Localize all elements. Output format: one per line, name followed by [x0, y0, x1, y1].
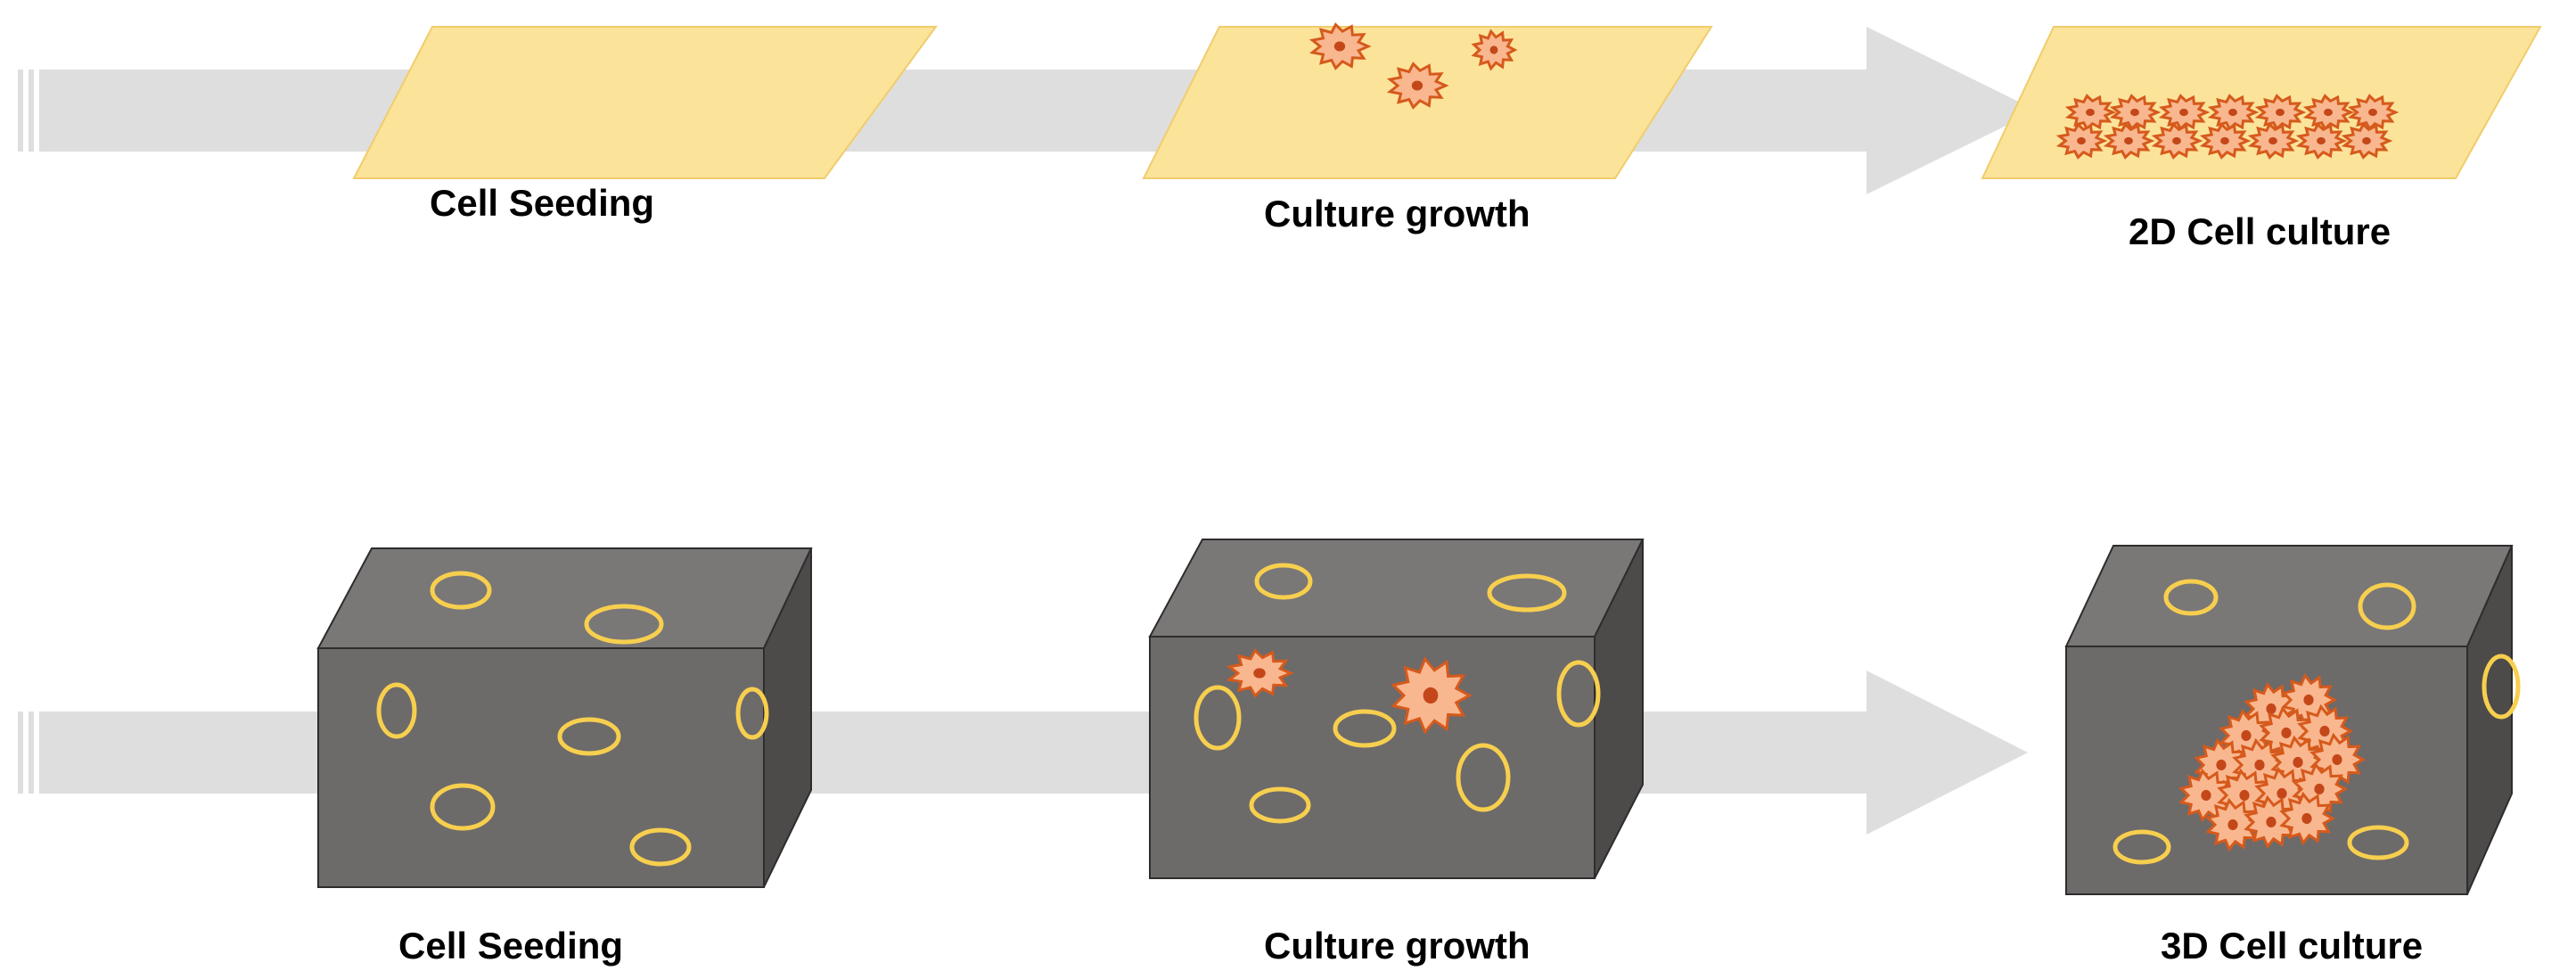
cell [2109, 94, 2162, 131]
cell [2254, 94, 2307, 131]
step-label-3d-cell-culture: 3D Cell culture [2161, 925, 2423, 967]
cell [2279, 791, 2336, 846]
cell [2341, 122, 2393, 160]
step-label-culture-growth-3d: Culture growth [1264, 925, 1530, 967]
cell [2347, 94, 2400, 131]
cell [2199, 122, 2252, 160]
cell [2103, 122, 2155, 160]
row-2d: Cell Seeding Culture growth 2D Cell cult… [18, 22, 2542, 252]
cell [2295, 122, 2348, 160]
plate-cell-seeding [352, 26, 938, 179]
step-label-culture-growth-2d: Culture growth [1264, 193, 1530, 234]
cells-culture-growth-2d [1309, 22, 1518, 110]
cell [1471, 29, 1518, 71]
cell [2247, 122, 2300, 160]
cells-2d-monolayer [2055, 94, 2400, 160]
scaffold-cube-3d-culture [2064, 545, 2521, 895]
cell [1391, 656, 1473, 735]
cells-culture-growth-3d [1226, 648, 1473, 735]
scaffold-cube-culture-growth [1148, 539, 1645, 879]
plate-2d-culture [1981, 26, 2542, 179]
flow-arrow-2d [18, 27, 2037, 194]
cell [2055, 122, 2108, 160]
cell [2205, 797, 2262, 852]
cell [1386, 62, 1449, 110]
scaffold-cube-cell-seeding [316, 547, 813, 888]
row-3d: Cell Seeding Culture growth 3D Cell cult… [18, 539, 2521, 967]
cell [1309, 22, 1372, 70]
cell [2151, 122, 2203, 160]
cell [1226, 648, 1294, 698]
cell [2064, 94, 2117, 131]
cell [2158, 94, 2211, 131]
cell [2302, 94, 2355, 131]
cells-3d-aggregate [2178, 672, 2367, 852]
step-label-2d-cell-culture: 2D Cell culture [2129, 210, 2391, 252]
step-label-cell-seeding-3d: Cell Seeding [398, 925, 623, 967]
cell [2207, 94, 2260, 131]
step-label-cell-seeding-2d: Cell Seeding [430, 182, 654, 224]
